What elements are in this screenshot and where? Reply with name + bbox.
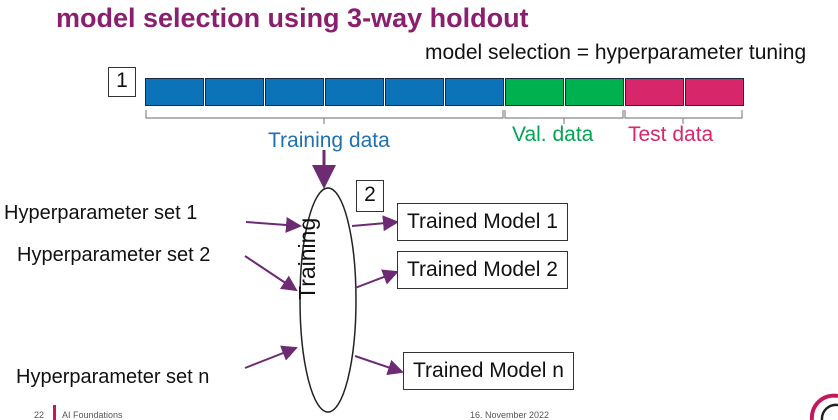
trained-model-2: Trained Model 2 — [397, 251, 568, 289]
training-process-label: Training — [294, 217, 320, 300]
slide-subtitle: model selection = hyperparameter tuning — [425, 41, 807, 64]
step-2-label: 2 — [356, 180, 384, 212]
training-cell — [205, 78, 264, 106]
hyperparameter-set-2: Hyperparameter set 2 — [17, 244, 211, 266]
mn-arrow — [354, 355, 404, 376]
training-cell — [445, 78, 504, 106]
m1-arrow — [351, 215, 399, 232]
footer-accent-bar — [53, 405, 56, 420]
test-cell — [625, 78, 684, 106]
training-cell — [145, 78, 204, 106]
training-cell — [385, 78, 444, 106]
validation-brace — [504, 110, 624, 124]
validation-cell — [565, 78, 624, 106]
hyperparameter-set-1: Hyperparameter set 1 — [4, 202, 198, 224]
training-brace — [145, 110, 504, 124]
footer-date: 16. November 2022 — [470, 410, 550, 420]
logo-arc-icon — [809, 393, 838, 420]
validation-data-label: Val. data — [512, 123, 594, 146]
slide-title: model selection using 3-way holdout — [56, 3, 529, 33]
m2-arrow — [354, 269, 399, 289]
footer-course-name: AI Foundations — [62, 410, 123, 420]
hp1-arrow — [245, 216, 302, 233]
logo-arc-inner-icon — [820, 403, 838, 420]
hpn-arrow — [244, 345, 298, 369]
hp2-arrow — [244, 255, 298, 292]
training-cell — [265, 78, 324, 106]
training-data-label: Training data — [268, 129, 390, 152]
step-1-label: 1 — [108, 67, 136, 97]
test-brace — [624, 110, 743, 124]
test-cell — [685, 78, 744, 106]
validation-cell — [505, 78, 564, 106]
training-ellipse — [299, 187, 357, 413]
training-cell — [325, 78, 384, 106]
trained-model-n: Trained Model n — [403, 352, 574, 390]
test-data-label: Test data — [628, 123, 714, 146]
hyperparameter-set-n: Hyperparameter set n — [16, 366, 210, 388]
trained-model-1: Trained Model 1 — [397, 203, 568, 241]
footer-page-number: 22 — [34, 410, 45, 420]
